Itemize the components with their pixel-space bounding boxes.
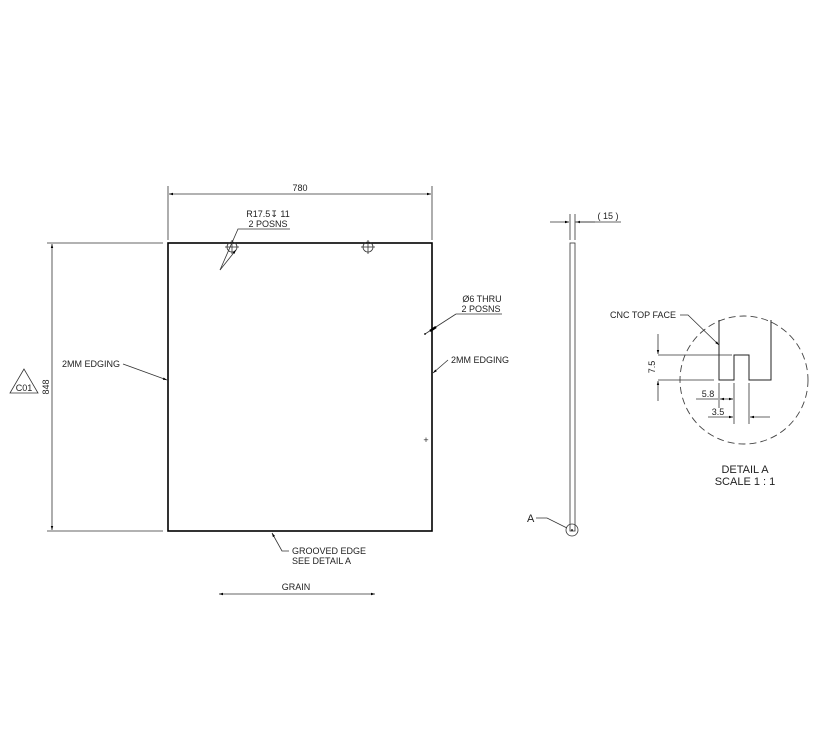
width-dim-text: 780 [292, 183, 307, 193]
side-profile [569, 242, 576, 532]
grooved-line1: GROOVED EDGE [292, 546, 366, 556]
groove-width-dim-text: 3.5 [712, 407, 725, 417]
height-dim-text: 848 [41, 379, 51, 394]
detail-callout-circle [565, 523, 579, 537]
groove-profile [718, 320, 772, 381]
detail-scale: SCALE 1 : 1 [715, 476, 776, 488]
thru-note-line1: Ø6 THRU [462, 294, 501, 304]
edging-left-text: 2MM EDGING [62, 359, 120, 369]
detail-a: CNC TOP FACE 7.5 5.8 3.5 DETAIL A SCALE … [610, 310, 809, 488]
hole-note: R17.5↧ 11 2 POSNS [219, 209, 290, 271]
hole-note-line1: R17.5↧ 11 [246, 209, 289, 219]
depth-dim-text: 7.5 [647, 361, 657, 374]
edging-left-note: 2MM EDGING [62, 359, 168, 381]
hole-note-line2: 2 POSNS [248, 219, 287, 229]
detail-title: DETAIL A [721, 464, 769, 476]
grooved-line2: SEE DETAIL A [292, 556, 351, 566]
thru-note-line2: 2 POSNS [461, 304, 500, 314]
grain-arrow: GRAIN [219, 582, 375, 596]
side-view: ( 15 ) A [527, 211, 621, 537]
offset-dim-text: 5.8 [702, 389, 715, 399]
detail-callout-label: A [527, 513, 535, 525]
revision-tag: C01 [9, 368, 39, 394]
cnc-label: CNC TOP FACE [610, 310, 676, 320]
hole-symbol [361, 240, 375, 254]
revision-tag-text: C01 [16, 383, 33, 393]
front-view: 780 848 C01 R17.5↧ 11 [9, 183, 509, 596]
width-dimension: 780 [167, 183, 433, 240]
edging-right-note: 2MM EDGING [432, 355, 509, 374]
point-mark: + [423, 435, 428, 445]
thickness-dim-text: ( 15 ) [597, 211, 618, 221]
grooved-edge-note: GROOVED EDGE SEE DETAIL A [271, 532, 366, 566]
height-dimension: 848 [41, 242, 163, 532]
edging-right-text: 2MM EDGING [451, 355, 509, 365]
thru-note: Ø6 THRU 2 POSNS [424, 294, 502, 335]
grain-label: GRAIN [282, 582, 311, 592]
panel-outline [167, 242, 433, 532]
